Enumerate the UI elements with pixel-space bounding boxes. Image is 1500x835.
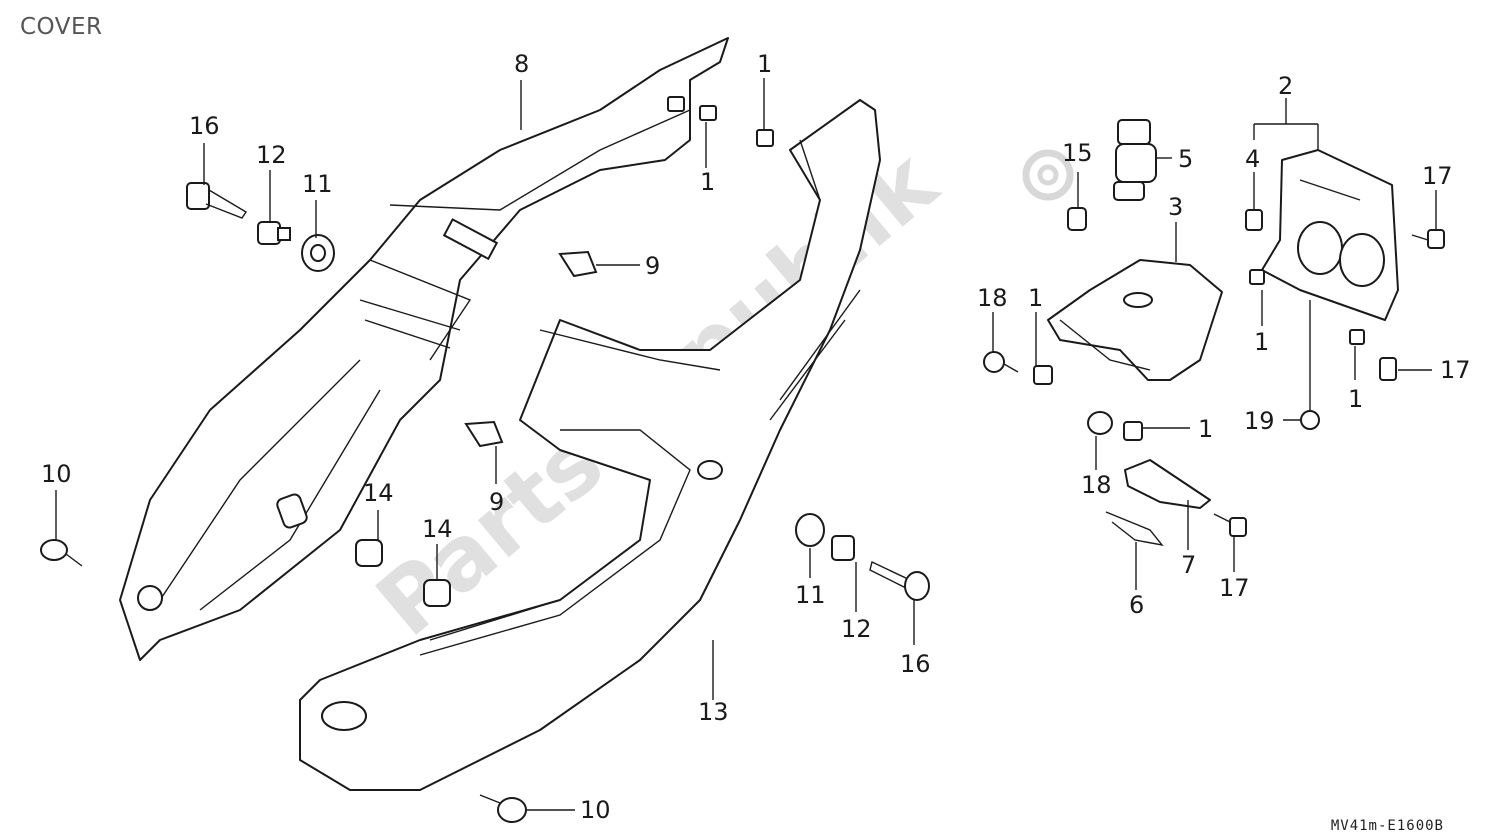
part-13-lower-cowl [299,99,881,791]
callout-17: 17 [1440,356,1471,384]
callout-2: 2 [1278,72,1293,100]
callouts: 8 1 1 16 12 11 9 9 10 14 14 11 12 16 13 … [41,50,1471,824]
bolt-18-b [1087,411,1113,435]
callout-1: 1 [1028,284,1043,312]
clip-1-upper-a [667,96,717,121]
callout-11: 11 [795,581,826,609]
callout-9: 9 [489,488,504,516]
callout-14: 14 [363,479,394,507]
callout-11: 11 [302,170,333,198]
callout-15: 15 [1062,139,1093,167]
callout-19: 19 [1244,407,1275,435]
callout-3: 3 [1168,193,1183,221]
clip-1-right-b [1349,329,1365,345]
clip-1-right-a [1249,269,1265,285]
part-7-hook [1124,459,1211,509]
screw-17-b [1379,357,1397,381]
clip-1-right-d [1123,421,1143,441]
grommet-11-upper [301,234,335,272]
callout-17: 17 [1422,162,1453,190]
callout-1: 1 [1254,328,1269,356]
clip-1-upper-b [756,129,774,147]
clip-9-lower [464,420,504,448]
clip-4 [1245,209,1263,231]
part-8-upper-cowl [119,37,729,661]
part-2-lock-plate [1261,149,1399,321]
bolt-18-a [983,351,1019,373]
callout-12: 12 [256,141,287,169]
fastener-12-lower [831,535,855,561]
screw-17-a [1411,229,1445,249]
callout-18: 18 [1081,471,1112,499]
nut-14-b [423,579,451,607]
screw-17-c [1213,513,1247,537]
callout-8: 8 [514,50,529,78]
callout-4: 4 [1245,145,1260,173]
callout-1: 1 [1348,385,1363,413]
callout-16: 16 [900,650,931,678]
screw-10-bottom [479,794,527,823]
screw-19 [1300,410,1320,430]
callout-16: 16 [189,112,220,140]
callout-10: 10 [41,460,72,488]
callout-9: 9 [645,252,660,280]
part-15-screw [1067,207,1087,231]
fastener-16-upper [186,182,247,219]
leader-lines [55,78,1437,811]
callout-12: 12 [841,615,872,643]
part-6-spring [1105,511,1164,547]
callout-18: 18 [977,284,1008,312]
part-3-bracket [1047,259,1223,381]
callout-17: 17 [1219,574,1250,602]
clip-9-upper [558,250,598,278]
callout-7: 7 [1181,551,1196,579]
callout-1: 1 [1198,415,1213,443]
watermark-gear-icon [1022,149,1074,201]
nut-14-a [355,539,383,567]
callout-10: 10 [580,796,611,824]
diagram-code: MV41m-E1600B [1330,818,1444,834]
callout-5: 5 [1178,145,1193,173]
callout-1: 1 [757,50,772,78]
grommet-11-lower [795,513,825,547]
page-title: COVER [20,14,103,40]
fastener-12-upper [257,221,291,245]
part-5-key-lock [1113,119,1157,201]
screw-10-left [40,539,83,567]
callout-13: 13 [698,698,729,726]
callout-6: 6 [1129,591,1144,619]
clip-1-right-c [1033,365,1053,385]
callout-14: 14 [422,515,453,543]
fastener-16-lower [869,561,930,601]
callout-1: 1 [700,168,715,196]
